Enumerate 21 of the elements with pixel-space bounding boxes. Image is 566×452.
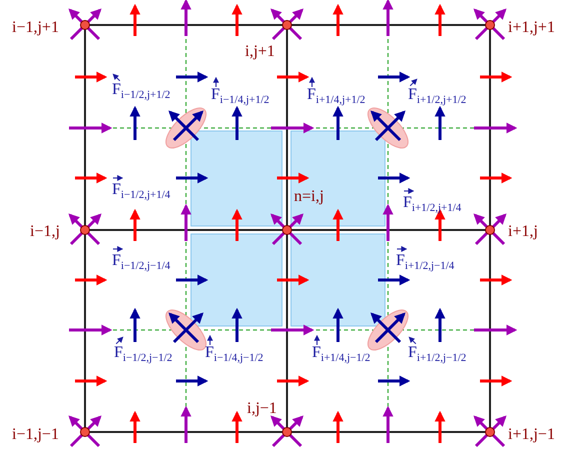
flux-label: F$_{i+1/2,j+1/2}$ [408,87,466,103]
grid-point-label: i+1,j [508,224,538,240]
flux-label: F$_{i+1/4,j+1/2}$ [307,87,366,103]
grid-point-label: i+1,j−1 [508,427,555,443]
flux-label: F$_{i−1/2,j+1/2}$ [112,82,170,98]
flux-label: F$_{i+1/2,j−1/2}$ [408,345,466,361]
grid-point-label: i−1,j [30,224,60,240]
grid-point-label: i,j−1 [247,401,277,417]
flux-label: F$_{i+1/2,j+1/4}$ [403,195,462,211]
flux-label: F$_{i−1/4,j−1/2}$ [205,345,264,361]
flux-label: F$_{i+1/4,j−1/2}$ [312,345,370,361]
flux-label: F$_{i−1/2,j−1/4}$ [112,253,170,269]
flux-label: F$_{i+1/2,j−1/4}$ [396,253,454,269]
grid-point-label: i−1,j+1 [12,20,59,36]
grid-point-label: i+1,j+1 [508,20,555,36]
flux-label: F$_{i−1/4,j+1/2}$ [211,87,270,103]
grid-point-label: i,j+1 [245,44,275,60]
grid-point-label: n=i,j [294,189,324,205]
flux-label: F$_{i−1/2,j−1/2}$ [114,345,172,361]
flux-label: F$_{i−1/2,j+1/4}$ [112,182,170,198]
grid-point-label: i−1,j−1 [12,427,59,443]
